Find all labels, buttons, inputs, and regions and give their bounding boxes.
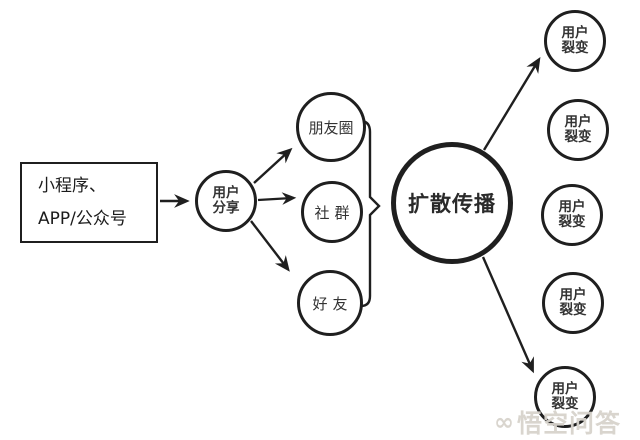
community-node: 社群: [301, 181, 363, 243]
fission-node-5: 用户 裂变: [534, 366, 596, 428]
user-share-node: 用户 分享: [195, 170, 257, 232]
fission-3-line2: 裂变: [558, 214, 586, 230]
fission-5-line1: 用户: [551, 380, 579, 397]
fission-4-line2: 裂变: [559, 302, 587, 318]
user-share-line1: 用户: [212, 184, 240, 201]
fission-node-4: 用户 裂变: [542, 272, 604, 334]
fission-node-1: 用户 裂变: [544, 10, 606, 72]
fission-2-line1: 用户: [564, 113, 592, 130]
friends-node: 好友: [297, 270, 363, 336]
spread-hub-node: 扩散传播: [391, 142, 513, 264]
source-box-line1: 小程序、: [38, 176, 106, 197]
moments-node: 朋友圈: [296, 92, 366, 162]
source-box: 小程序、 APP/公众号: [20, 162, 158, 243]
arrow-hub-to-fission-5: [481, 256, 534, 374]
spread-hub-label: 扩散传播: [408, 192, 496, 216]
fission-4-line1: 用户: [559, 286, 587, 303]
user-share-line2: 分享: [212, 200, 240, 216]
fission-node-3: 用户 裂变: [541, 184, 603, 246]
fission-5-line2: 裂变: [551, 396, 579, 412]
fission-3-line1: 用户: [558, 198, 586, 215]
arrow-hub-to-fission-1: [482, 56, 541, 151]
source-box-line2: APP/公众号: [38, 208, 127, 229]
fission-1-line1: 用户: [561, 24, 589, 41]
arrow-share-to-moments: [253, 147, 293, 184]
wukong-watermark: ∞ 悟空问答: [494, 404, 621, 440]
community-label: 社群: [314, 203, 355, 222]
moments-label: 朋友圈: [308, 118, 354, 137]
arrow-share-to-friends: [250, 220, 290, 272]
arrow-share-to-community: [257, 192, 297, 205]
wukong-watermark-text: 悟空问答: [517, 409, 622, 438]
fission-2-line2: 裂变: [564, 129, 592, 145]
wukong-logo-icon: ∞: [494, 408, 514, 436]
fission-node-2: 用户 裂变: [547, 99, 609, 161]
fission-1-line2: 裂变: [561, 40, 589, 56]
friends-label: 好友: [312, 294, 353, 313]
brace-connector: [360, 119, 381, 308]
